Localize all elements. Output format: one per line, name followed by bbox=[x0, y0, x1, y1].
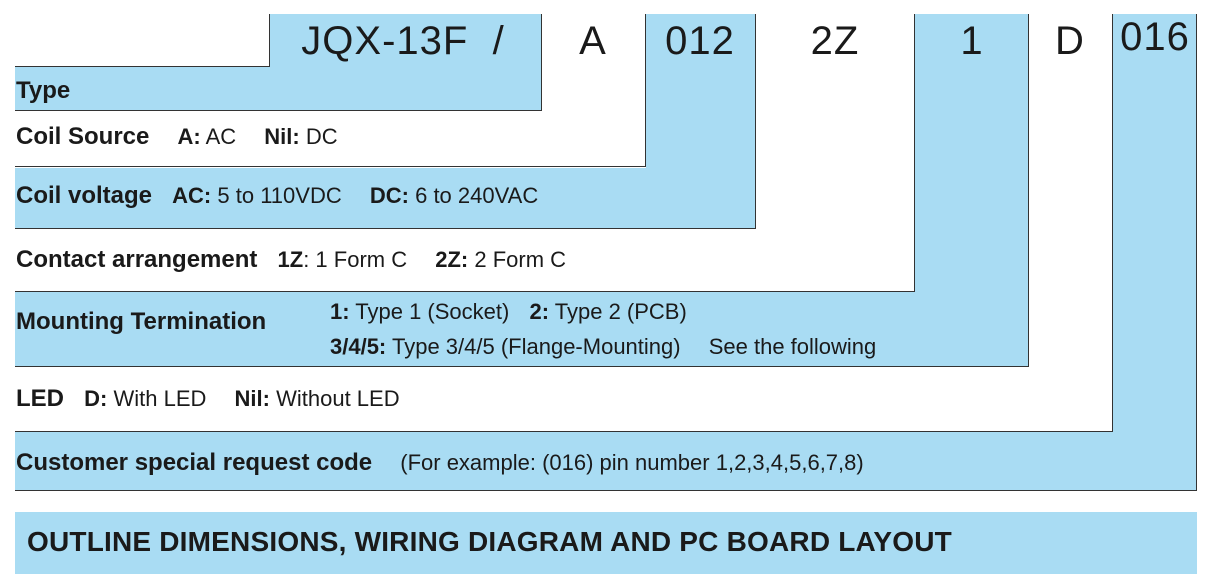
type-column bbox=[270, 14, 541, 110]
contact-rule bbox=[15, 291, 915, 292]
code-series: JQX-13F / bbox=[301, 19, 505, 63]
code-mounting: 1 bbox=[960, 19, 984, 63]
coil-voltage-rule bbox=[15, 228, 755, 229]
code-coil-source: A bbox=[579, 19, 607, 63]
code-customer: 016 bbox=[1120, 15, 1190, 59]
contact-label: Contact arrangement bbox=[16, 246, 258, 273]
led-opt2-key: Nil: bbox=[234, 386, 270, 411]
mounting-opt1-key: 1: bbox=[330, 299, 350, 324]
type-right-rule bbox=[541, 14, 542, 111]
mounting-options-line2: 3/4/5: Type 3/4/5 (Flange-Mounting) See … bbox=[330, 334, 876, 360]
code-coil-voltage: 012 bbox=[665, 19, 735, 63]
led-right-rule bbox=[1112, 14, 1113, 432]
type-rule bbox=[15, 110, 541, 111]
led-opt1-val: With LED bbox=[113, 386, 207, 411]
mounting-note: See the following bbox=[708, 334, 877, 359]
customer-right-rule bbox=[1196, 14, 1197, 491]
coil-voltage-opt1-key: AC: bbox=[172, 183, 212, 208]
type-top-rule bbox=[15, 66, 270, 67]
led-label: LED bbox=[16, 385, 64, 412]
contact-opt2-key: 2Z: bbox=[435, 247, 469, 272]
code-led: D bbox=[1055, 19, 1085, 63]
mounting-opt3-key: 3/4/5: bbox=[330, 334, 387, 359]
customer-label: Customer special request code bbox=[16, 449, 373, 476]
customer-note: (For example: (016) pin number 1,2,3,4,5… bbox=[400, 450, 864, 475]
coil-source-label: Coil Source bbox=[16, 123, 150, 150]
contact-opt1-key: 1Z bbox=[277, 247, 304, 272]
mounting-opt2-key: 2: bbox=[529, 299, 550, 324]
coil-source-row: Coil Source A: AC Nil: DC bbox=[16, 123, 338, 151]
coil-voltage-band bbox=[15, 168, 755, 228]
customer-row: Customer special request code (For examp… bbox=[16, 449, 864, 477]
mounting-opt2-val: Type 2 (PCB) bbox=[554, 299, 687, 324]
type-row: Type bbox=[16, 77, 70, 105]
mounting-row: Mounting Termination bbox=[16, 308, 266, 336]
coil-source-opt1-key: A: bbox=[177, 124, 201, 149]
mounting-label: Mounting Termination bbox=[16, 308, 267, 335]
section-header: OUTLINE DIMENSIONS, WIRING DIAGRAM AND P… bbox=[15, 512, 1197, 574]
coil-voltage-opt2-val: 6 to 240VAC bbox=[415, 183, 539, 208]
mounting-rule bbox=[15, 366, 1028, 367]
coil-voltage-right-rule bbox=[755, 14, 756, 229]
coil-voltage-opt1-val: 5 to 110VDC bbox=[217, 183, 342, 208]
coil-voltage-opt2-key: DC: bbox=[369, 183, 409, 208]
customer-band bbox=[15, 432, 1196, 490]
coil-source-opt1-val: AC bbox=[205, 124, 237, 149]
led-opt2-val: Without LED bbox=[276, 386, 400, 411]
customer-rule bbox=[15, 490, 1196, 491]
type-label: Type bbox=[16, 77, 71, 104]
mounting-opt3-val: Type 3/4/5 (Flange-Mounting) bbox=[391, 334, 681, 359]
coil-voltage-row: Coil voltage AC: 5 to 110VDC DC: 6 to 24… bbox=[16, 182, 538, 210]
coil-source-right-rule bbox=[645, 14, 646, 167]
customer-column bbox=[1113, 14, 1196, 490]
type-left-rule bbox=[269, 14, 270, 67]
mounting-right-rule bbox=[1028, 14, 1029, 367]
mounting-opt1-val: Type 1 (Socket) bbox=[355, 299, 510, 324]
contact-opt1-val: : 1 Form C bbox=[303, 247, 408, 272]
coil-source-opt2-key: Nil: bbox=[264, 124, 300, 149]
led-opt1-key: D: bbox=[84, 386, 108, 411]
mounting-options-line1: 1: Type 1 (Socket) 2: Type 2 (PCB) bbox=[330, 299, 687, 325]
coil-voltage-label: Coil voltage bbox=[16, 182, 153, 209]
coil-source-opt2-val: DC bbox=[305, 124, 338, 149]
led-rule bbox=[15, 431, 1113, 432]
section-title: OUTLINE DIMENSIONS, WIRING DIAGRAM AND P… bbox=[27, 526, 952, 557]
code-contact: 2Z bbox=[810, 19, 860, 63]
led-row: LED D: With LED Nil: Without LED bbox=[16, 385, 400, 413]
contact-row: Contact arrangement 1Z: 1 Form C 2Z: 2 F… bbox=[16, 246, 566, 274]
contact-right-rule bbox=[914, 14, 915, 292]
mounting-band bbox=[15, 292, 1028, 366]
contact-opt2-val: 2 Form C bbox=[474, 247, 567, 272]
coil-source-rule bbox=[15, 166, 646, 167]
